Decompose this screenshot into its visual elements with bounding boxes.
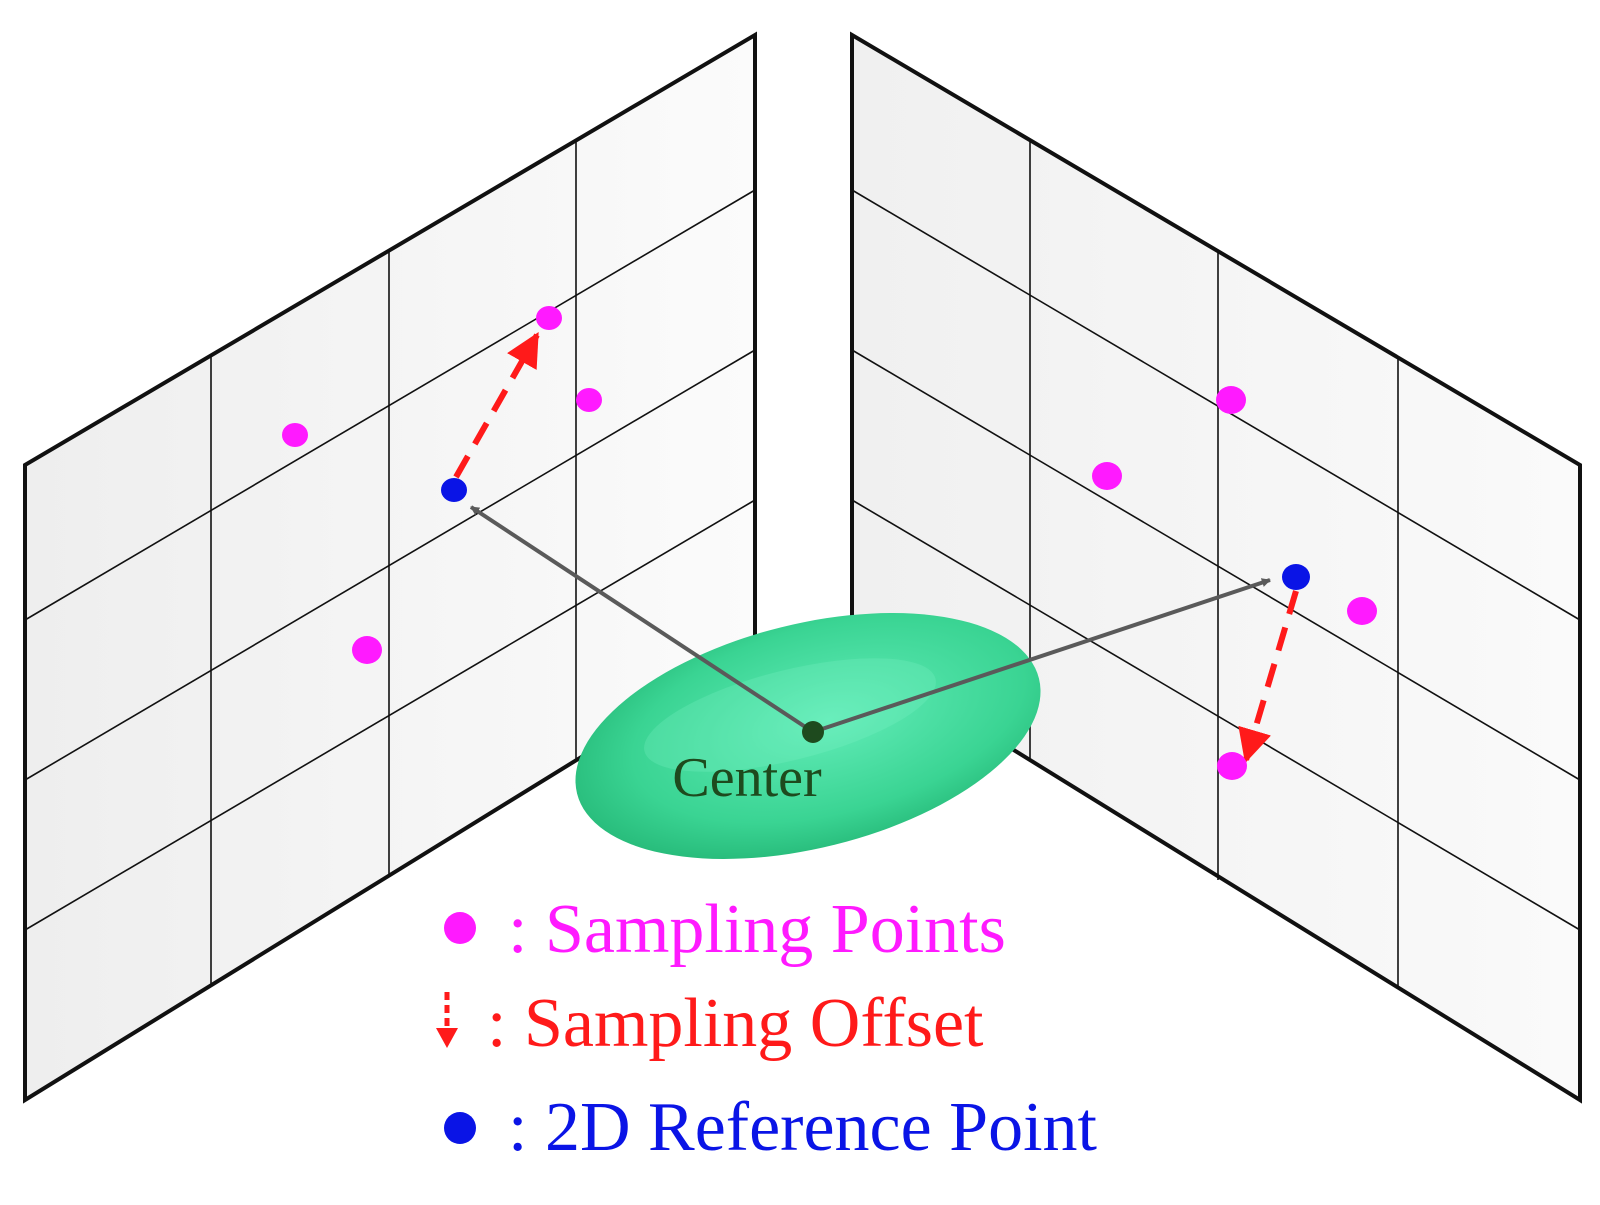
reference-point-right: [1282, 564, 1310, 590]
sampling-point: [1347, 597, 1377, 625]
sampling-point: [282, 423, 308, 447]
center-dot: [802, 721, 824, 743]
sampling-point: [1092, 462, 1122, 490]
sampling-points: [282, 306, 1377, 780]
sampling-offset-arrow-right: [1238, 590, 1299, 764]
sampling-point: [1216, 386, 1246, 414]
sampling-point: [1217, 752, 1247, 780]
legend-offset-arrow-icon: [436, 1028, 458, 1048]
center-label: Center: [672, 747, 822, 809]
legend-item-sampling-offset: : Sampling Offset: [436, 985, 984, 1062]
legend-reference-point-label: : 2D Reference Point: [508, 1089, 1098, 1166]
projection-arrow-left: [469, 505, 815, 734]
legend-sampling-offset-label: : Sampling Offset: [487, 985, 984, 1062]
reference-points: [441, 478, 1310, 590]
legend-sampling-point-icon: [444, 912, 476, 944]
legend-reference-point-icon: [444, 1112, 476, 1144]
legend-sampling-points-label: : Sampling Points: [508, 891, 1006, 968]
projection-arrow-right: [812, 578, 1271, 734]
right-panel-grid: [851, 140, 1581, 989]
projection-arrows: [469, 505, 1271, 734]
reference-point-left: [441, 478, 467, 502]
left-image-panel: [23, 31, 757, 1104]
right-image-panel: [850, 31, 1582, 1104]
sampling-offset-arrow-left: [453, 332, 540, 479]
sampling-point: [536, 306, 562, 330]
legend-item-reference-point: : 2D Reference Point: [444, 1089, 1098, 1166]
sampling-point: [352, 636, 382, 664]
left-panel-grid: [24, 141, 756, 985]
legend-item-sampling-points: : Sampling Points: [444, 891, 1006, 968]
sampling-offset-arrows: [453, 332, 1299, 764]
legend: : Sampling Points : Sampling Offset : 2D…: [436, 891, 1098, 1166]
sampling-point: [576, 388, 602, 412]
